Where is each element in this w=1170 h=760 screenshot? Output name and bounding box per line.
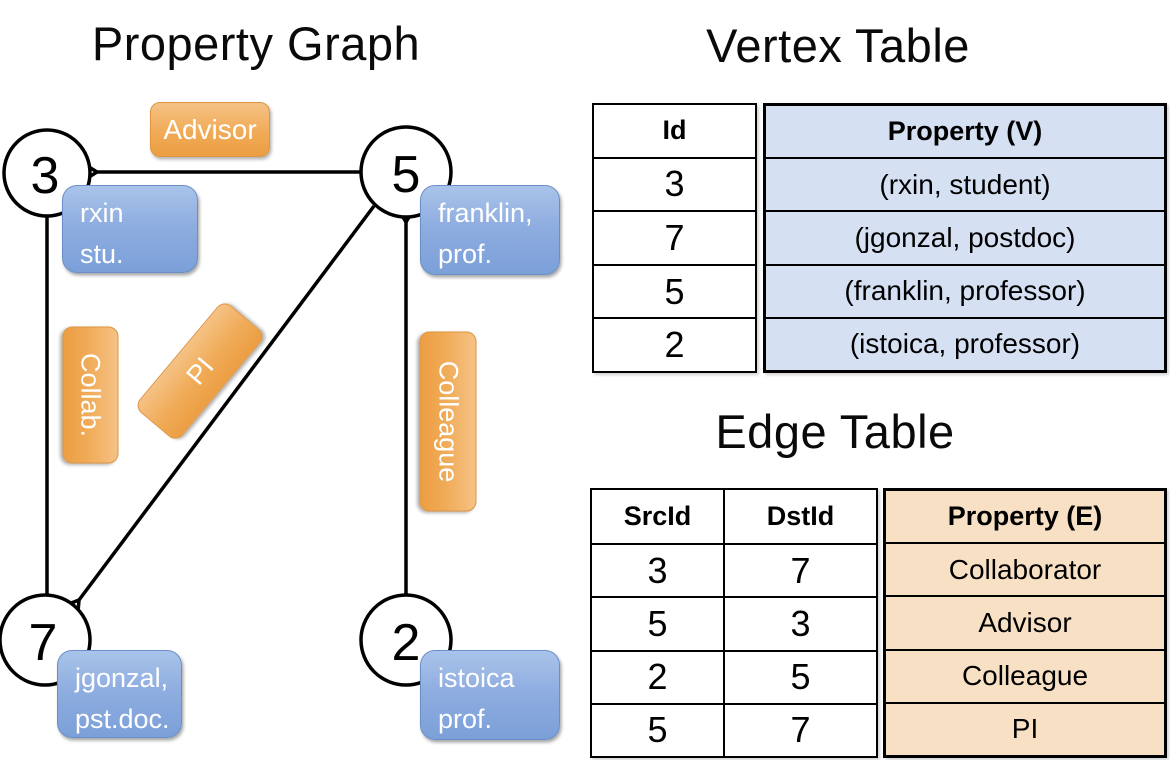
edge-table-id-columns: SrcId DstId 3 7 5 3 2 5 5 7 <box>590 488 878 758</box>
node-5-property-line2: prof. <box>438 238 493 269</box>
node-7-property-box: jgonzal, pst.doc. <box>57 650 182 738</box>
vertex-table-property-column: Property (V) (rxin, student) (jgonzal, p… <box>763 103 1167 373</box>
node-3-property-box: rxin stu. <box>62 185 198 273</box>
edge-table-row-dstid: 7 <box>723 543 876 597</box>
node-3-property-line2: stu. <box>80 238 124 269</box>
edge-table-row-srcid: 5 <box>592 702 723 756</box>
node-2-id: 2 <box>392 614 421 672</box>
edge-label-colleague: Colleague <box>419 331 477 512</box>
edge-table-header-srcid: SrcId <box>623 501 692 532</box>
node-3-property-line1: rxin <box>80 198 124 228</box>
edge-table-row-srcid: 3 <box>592 543 723 596</box>
edge-table-row-dstid: 5 <box>723 649 876 703</box>
node-5-id: 5 <box>392 146 421 204</box>
edge-table-header-dstid: DstId <box>723 490 876 544</box>
node-2-property-box: istoica prof. <box>420 650 560 740</box>
node-7-id: 7 <box>29 614 58 672</box>
edge-table-row-property: PI <box>886 701 1164 755</box>
node-2-property-line1: istoica <box>438 663 515 693</box>
node-5-property-line1: franklin, <box>438 198 533 228</box>
edge-label-advisor: Advisor <box>150 102 270 157</box>
edge-table-row-property: Advisor <box>886 595 1164 648</box>
edge-table-title: Edge Table <box>715 405 955 458</box>
vertex-table-row-property: (franklin, professor) <box>766 263 1164 317</box>
vertex-table-row-property: (istoica, professor) <box>766 316 1164 370</box>
edge-table-property-column: Property (E) Collaborator Advisor Collea… <box>883 488 1167 758</box>
node-7-property-line2: pst.doc. <box>75 703 170 734</box>
vertex-table-header-property: Property (V) <box>887 116 1043 147</box>
edge-table-row-dstid: 7 <box>723 702 876 756</box>
edge-table-row-srcid: 2 <box>592 649 723 703</box>
vertex-table-row-property: (rxin, student) <box>766 157 1164 210</box>
node-3-id: 3 <box>31 147 60 205</box>
edge-table-row-property: Colleague <box>886 648 1164 702</box>
vertex-table-header-id: Id <box>662 115 687 146</box>
vertex-table-row-id: 5 <box>594 263 755 318</box>
edge-pi-5-to-7 <box>59 204 376 621</box>
node-5-property-box: franklin, prof. <box>420 185 560 275</box>
vertex-table-row-id: 2 <box>594 317 755 371</box>
vertex-table-row-property: (jgonzal, postdoc) <box>766 210 1164 263</box>
graph-canvas: 3 5 7 2 <box>0 125 453 687</box>
vertex-table-title: Vertex Table <box>706 19 970 72</box>
node-7-property-line1: jgonzal, <box>75 663 169 693</box>
edge-table-row-srcid: 5 <box>592 596 723 649</box>
edge-table-row-dstid: 3 <box>723 596 876 650</box>
edge-table-row-property: Collaborator <box>886 542 1164 595</box>
vertex-table-row-id: 3 <box>594 156 755 211</box>
vertex-table-id-column: Id 3 7 5 2 <box>592 103 757 373</box>
edge-label-collab: Collab. <box>62 326 119 464</box>
node-2-property-line2: prof. <box>438 703 493 734</box>
edge-table-header-property: Property (E) <box>947 501 1103 532</box>
property-graph-title: Property Graph <box>91 17 421 70</box>
vertex-table-row-id: 7 <box>594 210 755 264</box>
